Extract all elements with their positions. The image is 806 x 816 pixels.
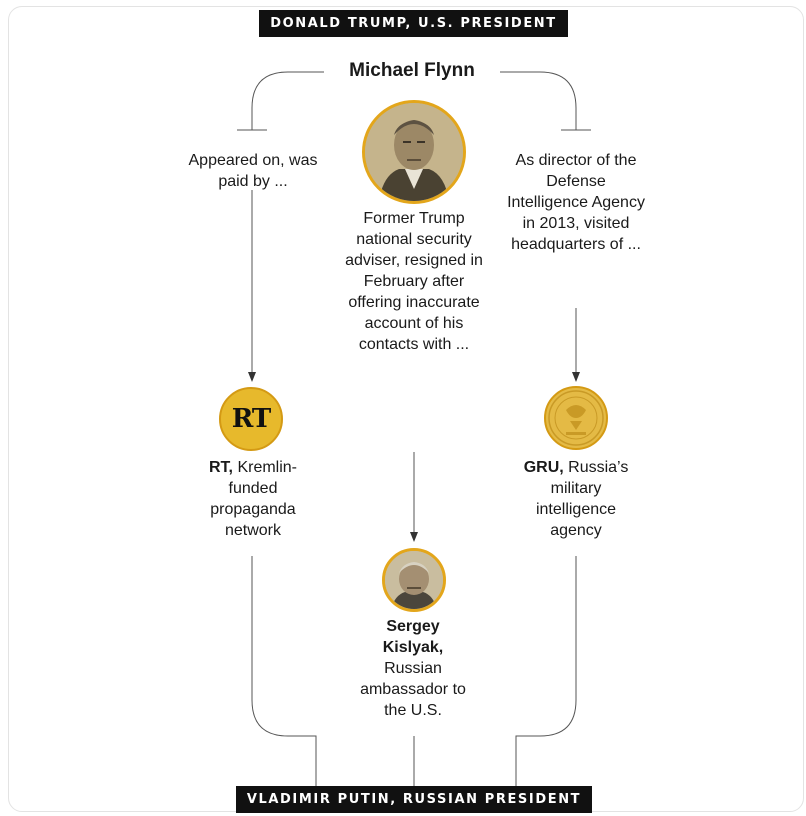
rt-logo-text: RT	[231, 404, 272, 434]
gru-description: GRU, Russia’s military intelligence agen…	[512, 457, 640, 541]
rt-logo: RT	[219, 387, 283, 451]
connector-left-top	[251, 71, 324, 130]
flynn-photo	[362, 100, 466, 204]
arrowhead-left	[248, 372, 256, 382]
rt-name: RT,	[208, 459, 233, 476]
flynn-description: Former Trump national security adviser, …	[345, 210, 483, 353]
arrowhead-center	[410, 532, 418, 542]
connector-right-bottom	[515, 556, 577, 786]
kislyak-name: Sergey Kislyak,	[382, 618, 444, 656]
kislyak-photo	[382, 548, 446, 612]
flynn-name: Michael Flynn	[349, 60, 475, 81]
arrowhead-right	[572, 372, 580, 382]
rt-detail: Kremlin-funded propaganda network	[210, 459, 297, 539]
connector-left-bottom	[251, 556, 317, 786]
gru-detail: Russia’s military intelligence agency	[535, 459, 629, 539]
kislyak-detail: Russian ambassador to the U.S.	[360, 660, 466, 719]
top-banner: DONALD TRUMP, U.S. PRESIDENT	[259, 10, 568, 37]
connector-right-top	[500, 71, 577, 130]
portrait-photo-icon	[385, 551, 443, 609]
right-caption: As director of the Defense Intelligence …	[507, 152, 645, 253]
rt-description: RT, Kremlin-funded propaganda network	[186, 457, 320, 541]
gru-emblem-icon	[544, 386, 608, 450]
left-caption: Appeared on, was paid by ...	[188, 152, 318, 190]
gru-name: GRU,	[523, 459, 564, 476]
portrait-photo-icon	[365, 103, 463, 201]
gru-emblem-graphic	[548, 390, 604, 446]
kislyak-description: Sergey Kislyak, Russian ambassador to th…	[354, 616, 472, 721]
bottom-banner: VLADIMIR PUTIN, RUSSIAN PRESIDENT	[236, 786, 592, 813]
